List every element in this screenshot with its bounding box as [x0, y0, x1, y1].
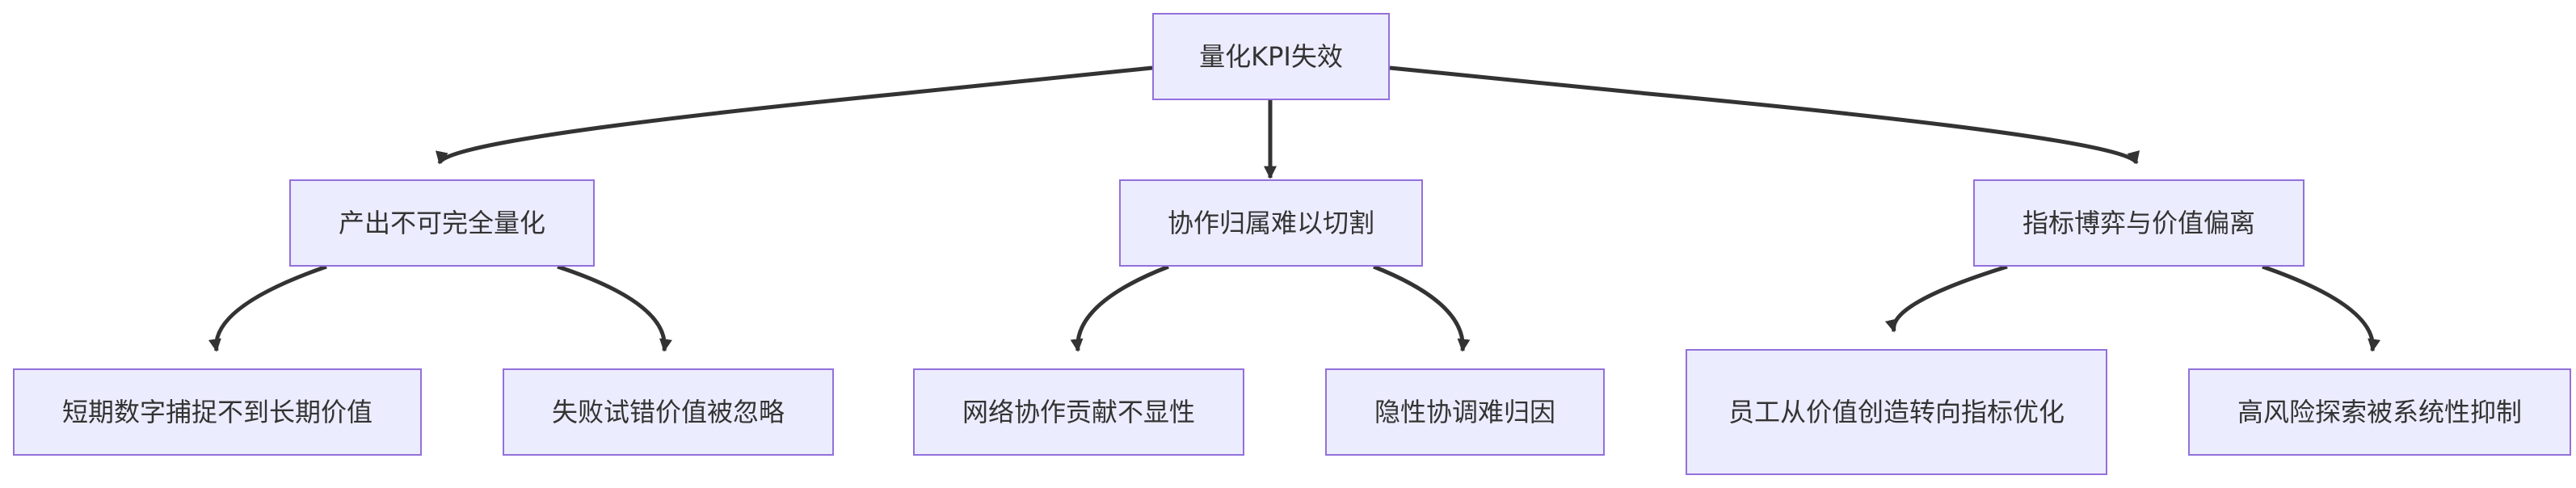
edge-cause-3-to-effect-1 [1884, 264, 2008, 333]
edge-root-to-cause-3 [1389, 65, 2140, 165]
edge-cause-1-to-effect-1 [208, 264, 327, 352]
cause-node-output-unquantifiable: 产出不可完全量化 [289, 179, 595, 267]
effect-node-label: 员工从价值创造转向指标优化 [1728, 397, 2065, 427]
root-node: 量化KPI失效 [1152, 13, 1390, 100]
cause-node-collaboration-attribution: 协作归属难以切割 [1119, 179, 1423, 267]
effect-node-risk-suppression: 高风险探索被系统性抑制 [2188, 368, 2571, 456]
effect-node-failure-value: 失败试错价值被忽略 [503, 368, 834, 456]
effect-node-implicit-coordination: 隐性协调难归因 [1325, 368, 1605, 456]
edge-cause-1-to-effect-2 [557, 264, 672, 352]
cause-node-label: 协作归属难以切割 [1167, 208, 1374, 238]
effect-node-label: 短期数字捕捉不到长期价值 [61, 397, 373, 427]
effect-node-label: 网络协作贡献不显性 [962, 397, 1195, 427]
edge-cause-3-to-effect-2 [2262, 264, 2381, 352]
effect-node-network-contribution: 网络协作贡献不显性 [913, 368, 1244, 456]
cause-node-label: 产出不可完全量化 [338, 208, 545, 238]
effect-node-long-term-value: 短期数字捕捉不到长期价值 [13, 368, 422, 456]
effect-node-metric-optimization: 员工从价值创造转向指标优化 [1686, 349, 2107, 475]
edge-cause-2-to-effect-1 [1070, 264, 1169, 352]
root-node-label: 量化KPI失效 [1199, 41, 1343, 72]
effect-node-label: 高风险探索被系统性抑制 [2237, 397, 2522, 427]
edge-cause-2-to-effect-2 [1373, 264, 1471, 352]
effect-node-label: 隐性协调难归因 [1374, 397, 1555, 427]
cause-node-label: 指标博弈与价值偏离 [2022, 208, 2255, 238]
effect-node-label: 失败试错价值被忽略 [551, 397, 785, 427]
cause-node-metric-gaming: 指标博弈与价值偏离 [1973, 179, 2305, 267]
edge-root-to-cause-1 [436, 65, 1153, 165]
